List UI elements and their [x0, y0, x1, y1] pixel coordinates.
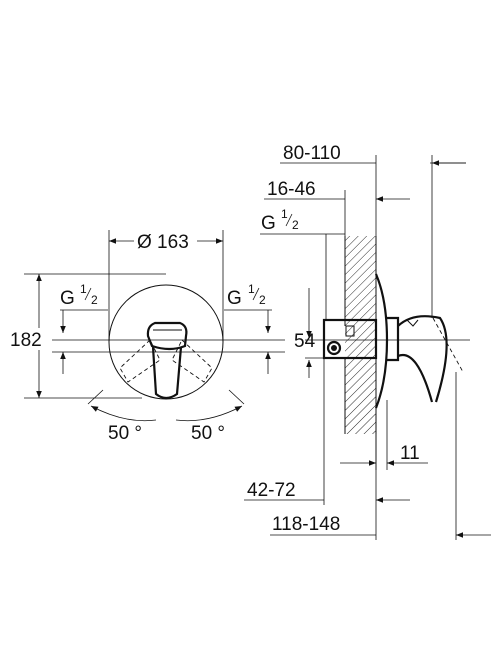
height-label: 182 [10, 330, 42, 351]
dim-offset-height: 54 [294, 288, 316, 378]
body-depth-label: 42-72 [247, 480, 296, 501]
depth-total-label: 80-110 [283, 143, 341, 164]
side-thread-letter: G [261, 213, 276, 234]
dim-plate-thickness: 11 [340, 400, 428, 470]
diameter-dimension: Ø 163 [108, 230, 224, 342]
thread-left: G 1 2 [60, 282, 108, 374]
dim-depth-total: 80-110 [280, 143, 377, 236]
diameter-label: Ø 163 [137, 232, 189, 253]
plate-thickness-label: 11 [400, 443, 420, 464]
thread-right-den: 2 [259, 293, 266, 307]
dim-body-depth: 42-72 [244, 358, 410, 540]
thread-right-letter: G [227, 288, 242, 309]
thread-left-num: 1 [80, 282, 87, 296]
offset-height-label: 54 [294, 331, 316, 352]
cover-depth-label: 16-46 [267, 179, 316, 200]
cover-plate-side [374, 273, 389, 409]
dim-total-projection: 118-148 [270, 372, 491, 540]
dim-cover-depth: 16-46 [264, 179, 410, 236]
thread-left-letter: G [60, 288, 75, 309]
side-thread-num: 1 [281, 207, 288, 221]
dim-side-thread: G 1 2 [260, 207, 345, 320]
front-view: Ø 163 182 G 1 2 G 1 2 [10, 230, 285, 444]
wall-hatch [345, 236, 376, 434]
height-dimension: 182 [10, 273, 166, 399]
swing-angle-arcs: 50 ° 50 ° [87, 389, 245, 444]
lever-handle [146, 321, 188, 400]
side-view: 80-110 16-46 G 1 2 54 [244, 143, 491, 540]
thread-right: G 1 2 [224, 282, 272, 374]
handle-swing-positions [119, 339, 213, 383]
thread-left-den: 2 [91, 293, 98, 307]
thread-right-num: 1 [248, 282, 255, 296]
total-projection-label: 118-148 [272, 514, 340, 535]
valve-body [322, 318, 378, 360]
angle-left-label: 50 ° [108, 423, 142, 444]
cover-plate [108, 284, 224, 400]
angle-right-label: 50 ° [191, 423, 225, 444]
side-thread-den: 2 [292, 218, 299, 232]
lever-side [387, 315, 464, 403]
